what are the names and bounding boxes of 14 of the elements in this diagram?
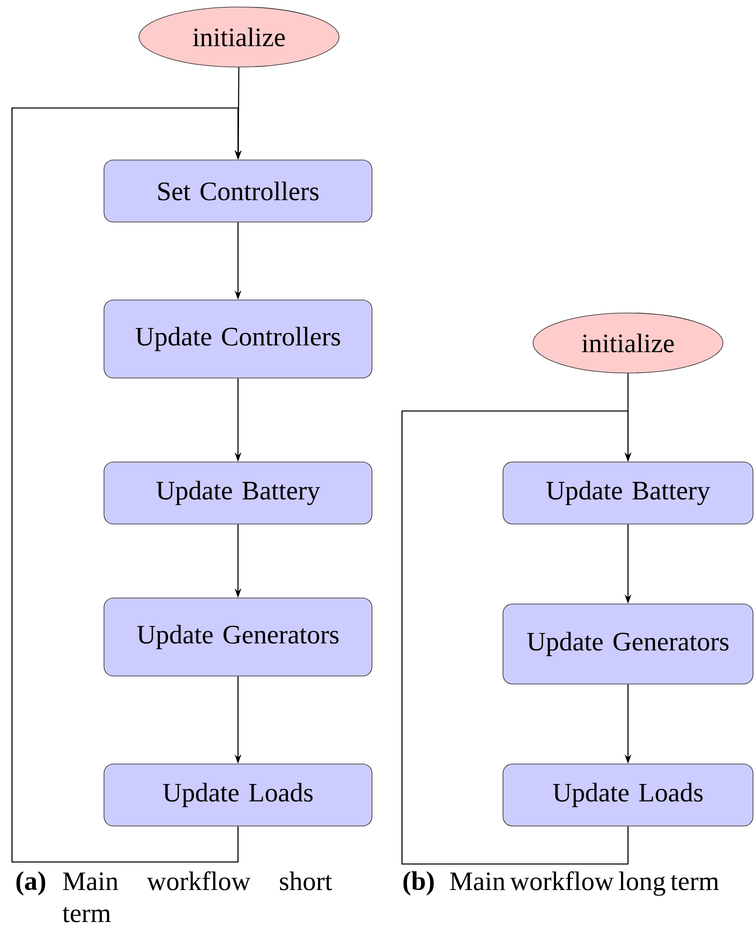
subfigure-tag: (a) [16, 871, 46, 896]
process-box: Update Battery [502, 462, 754, 524]
subfigure-tag: (b) [403, 871, 434, 896]
process-box: Update Loads [502, 764, 754, 826]
subfigure-caption: Main workflow short term [62, 871, 332, 922]
process-box: Update Generators [104, 598, 372, 676]
arrow [11, 107, 242, 863]
process-box: Update Generators [502, 604, 754, 684]
process-box: Update Loads [104, 764, 372, 826]
subfigure-caption: Main workflow long term [450, 871, 719, 896]
process-box: Set Controllers [104, 160, 372, 222]
arrow [401, 410, 632, 865]
process-box: Update Battery [104, 462, 372, 524]
process-box: Update Controllers [104, 300, 372, 378]
